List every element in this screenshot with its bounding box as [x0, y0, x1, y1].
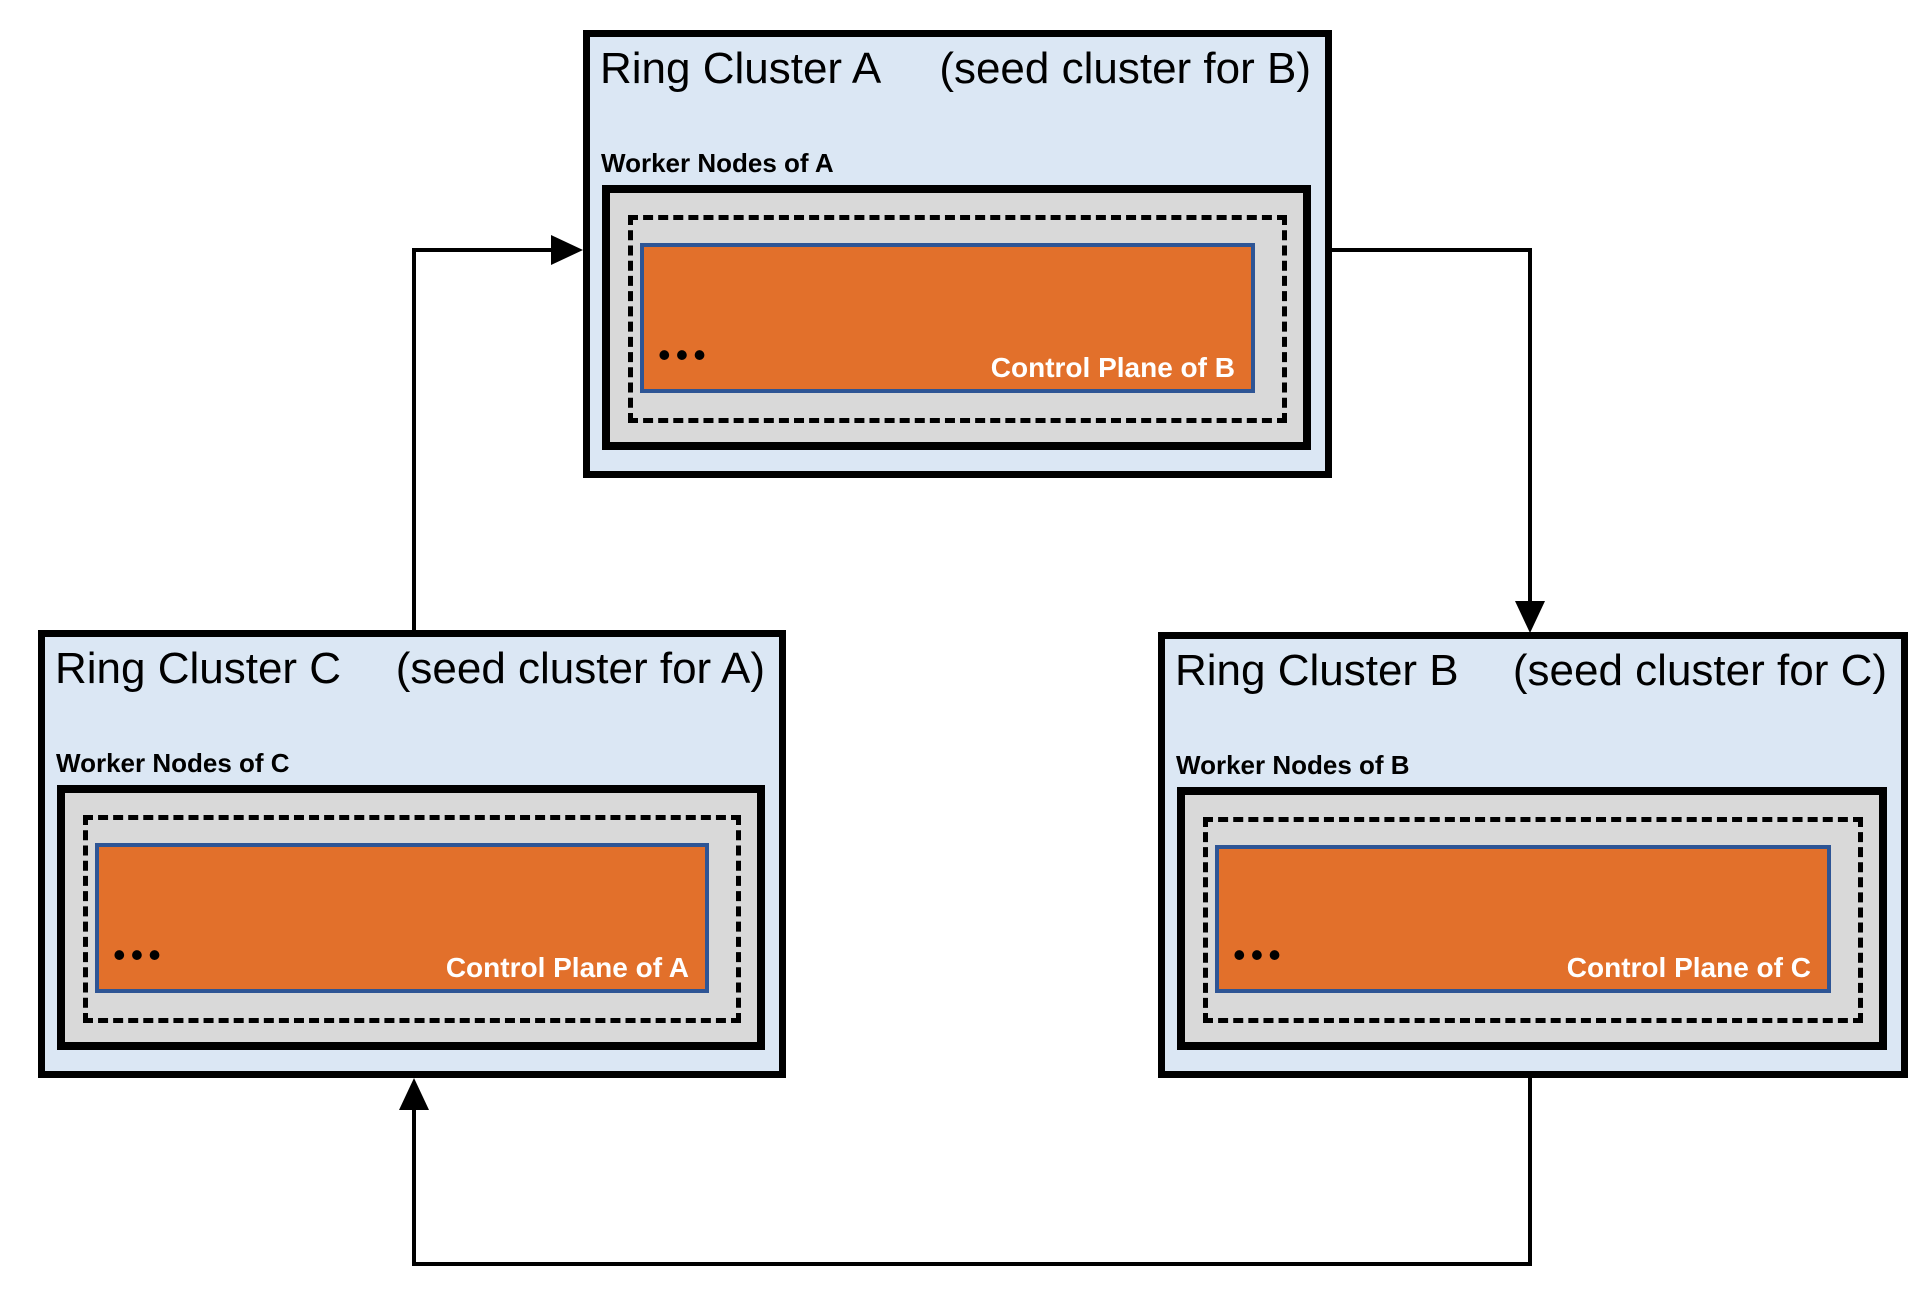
cluster-b-worker-nodes-box: ••• Control Plane of C [1177, 787, 1887, 1050]
cluster-b-title-row: Ring Cluster B (seed cluster for C) [1165, 645, 1901, 698]
cluster-b-hosted-control-plane-box: ••• Control Plane of C [1215, 845, 1831, 993]
cluster-c: Ring Cluster C (seed cluster for A) Work… [38, 630, 786, 1078]
arrow-b-to-c [399, 1077, 1532, 1266]
arrow-a-to-b [1332, 248, 1545, 633]
cluster-a-dashed-boundary: ••• Control Plane of B [628, 215, 1287, 423]
cluster-c-hosted-control-plane-box: ••• Control Plane of A [95, 843, 709, 993]
ellipsis-dots: ••• [113, 934, 166, 975]
ellipsis-dots: ••• [658, 334, 711, 375]
cluster-a-worker-label: Worker Nodes of A [601, 148, 834, 178]
cluster-a-hosted-control-plane-box: ••• Control Plane of B [640, 243, 1255, 393]
cluster-c-title: Ring Cluster C [55, 644, 342, 693]
cluster-a: Ring Cluster A (seed cluster for B) Work… [583, 30, 1332, 478]
cluster-a-control-plane-label: Control Plane of B [990, 352, 1235, 384]
cluster-b-title: Ring Cluster B [1175, 646, 1459, 695]
cluster-b-worker-label: Worker Nodes of B [1176, 750, 1410, 780]
cluster-c-worker-label: Worker Nodes of C [56, 748, 290, 778]
cluster-b-control-plane-label: Control Plane of C [1566, 952, 1811, 984]
cluster-a-worker-nodes-box: ••• Control Plane of B [602, 185, 1311, 450]
cluster-c-control-plane-label: Control Plane of A [445, 952, 689, 984]
cluster-b-dashed-boundary: ••• Control Plane of C [1203, 817, 1863, 1023]
cluster-c-worker-nodes-box: ••• Control Plane of A [57, 785, 765, 1050]
cluster-c-title-row: Ring Cluster C (seed cluster for A) [45, 643, 779, 696]
cluster-b: Ring Cluster B (seed cluster for C) Work… [1158, 632, 1908, 1078]
cluster-a-title: Ring Cluster A [600, 44, 882, 93]
arrow-c-to-a [412, 235, 583, 631]
ellipsis-dots: ••• [1233, 934, 1286, 975]
cluster-a-seed-note: (seed cluster for B) [939, 44, 1311, 93]
cluster-b-seed-note: (seed cluster for C) [1512, 646, 1887, 695]
cluster-a-title-row: Ring Cluster A (seed cluster for B) [590, 43, 1325, 96]
cluster-c-dashed-boundary: ••• Control Plane of A [83, 815, 741, 1023]
cluster-c-seed-note: (seed cluster for A) [395, 644, 765, 693]
